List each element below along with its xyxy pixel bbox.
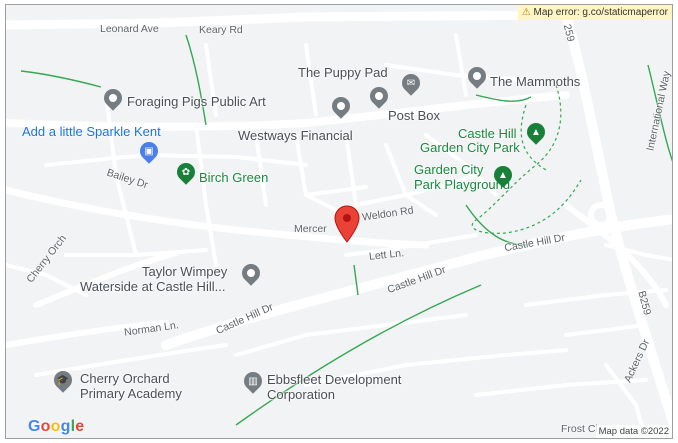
poi-garden-city-playground-line2[interactable]: Park Playground [414,177,511,192]
green-path-south [235,284,482,426]
poi-cherry-orchard-line2[interactable]: Primary Academy [80,386,182,401]
poi-the-mammoths[interactable]: The Mammoths [490,74,581,89]
green-path-nw [20,70,102,88]
map-canvas[interactable] [6,5,673,439]
green-path-east [647,64,672,162]
green-path-park [465,204,527,246]
map-error-text: Map error: g.co/staticmaperror [533,7,669,18]
green-path-north [185,34,207,126]
street-label-leonard-ave: Leonard Ave [100,23,159,35]
map-frame: ⚠ Map error: g.co/staticmaperror Leonard… [5,4,673,439]
google-logo-letter: e [75,418,85,435]
poi-ebbsfleet-line2[interactable]: Corporation [267,387,335,402]
poi-westways-financial[interactable]: Westways Financial [238,128,353,143]
poi-birch-green[interactable]: Birch Green [199,170,269,185]
roundabout [588,202,614,228]
poi-castle-hill-park-line2[interactable]: Garden City Park [420,140,520,155]
road-leonard-ave [6,10,571,30]
green-trail-inner [520,104,547,171]
poi-taylor-wimpey-line2[interactable]: Waterside at Castle Hill... [80,279,226,294]
poi-the-puppy-pad[interactable]: The Puppy Pad [298,65,388,80]
map-attribution[interactable]: Map data ©2022 [595,425,672,438]
green-path-lett [353,264,359,296]
street-label-mercer: Mercer [294,223,327,235]
road-norman-ln [6,320,169,348]
poi-garden-city-playground-line1[interactable]: Garden City [414,162,484,177]
google-logo-letter: o [40,418,51,435]
google-logo-letter: l [70,418,76,435]
google-logo-letter: o [50,418,61,435]
road-castle-hill-dr [161,214,672,350]
google-logo-letter: G [28,418,41,435]
google-logo-letter: g [60,418,71,435]
poi-foraging-pigs[interactable]: Foraging Pigs Public Art [127,94,266,109]
poi-post-box[interactable]: Post Box [388,108,441,123]
street-label-keary-rd: Keary Rd [199,24,243,36]
green-trail-park [471,84,582,234]
green-path-ne [475,94,532,102]
poi-sparkle-kent[interactable]: Add a little Sparkle Kent [22,124,161,139]
poi-cherry-orchard-line1[interactable]: Cherry Orchard [80,371,170,386]
road-cherry-orch [33,250,179,308]
map-error-banner[interactable]: ⚠ Map error: g.co/staticmaperror [517,5,672,20]
poi-ebbsfleet-line1[interactable]: Ebbsfleet Development [267,372,402,387]
location-marker-icon[interactable] [334,205,360,243]
road-upper [6,91,570,131]
google-logo: Google [28,418,84,436]
warning-icon: ⚠ [521,7,531,18]
poi-castle-hill-park-line1[interactable]: Castle Hill [458,126,517,141]
street-label-frost-cl: Frost Cl [561,423,598,435]
poi-taylor-wimpey-line1[interactable]: Taylor Wimpey [142,264,228,279]
road-mid [6,186,430,249]
